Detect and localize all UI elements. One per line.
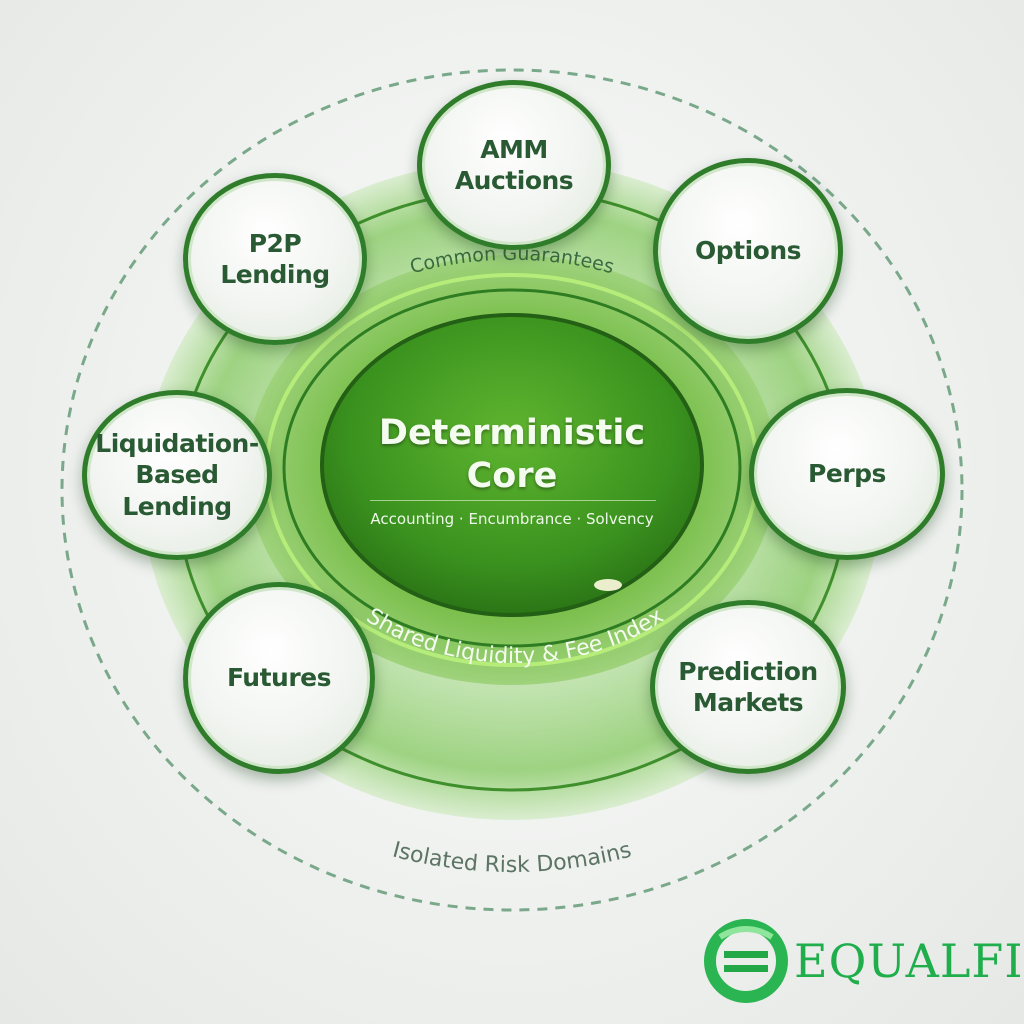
node-label: Prediction Markets	[678, 656, 818, 717]
equalfi-logo: EQUALFI	[700, 915, 1024, 1007]
equalfi-logo-icon	[704, 919, 788, 1003]
isolated-risk-domains-label: Isolated Risk Domains	[390, 838, 634, 878]
node-perps: Perps	[749, 388, 945, 560]
core-title: Deterministic Core	[378, 413, 646, 496]
node-futures: Futures	[183, 582, 375, 774]
node-label: Futures	[226, 663, 332, 693]
node-prediction-markets: Prediction Markets	[650, 600, 846, 774]
brand-name: EQUALFI	[794, 934, 1024, 988]
inner-ring-line	[282, 288, 742, 648]
node-label: P2P Lending	[220, 228, 330, 289]
core-sparkle	[594, 579, 622, 591]
core-subtitle: Accounting · Encumbrance · Solvency	[370, 510, 654, 528]
node-label: Options	[694, 236, 802, 266]
isolated-risk-boundary	[60, 68, 964, 912]
core-divider	[370, 500, 656, 501]
node-options: Options	[653, 158, 843, 344]
node-label: AMM Auctions	[454, 134, 574, 195]
node-amm-auctions: AMM Auctions	[417, 80, 611, 250]
node-label: Liquidation- Based Lending	[95, 429, 259, 521]
node-label: Perps	[808, 459, 886, 489]
node-liquidation-based-lending: Liquidation- Based Lending	[82, 390, 272, 560]
deterministic-core	[320, 313, 704, 617]
node-p2p-lending: P2P Lending	[183, 173, 367, 345]
